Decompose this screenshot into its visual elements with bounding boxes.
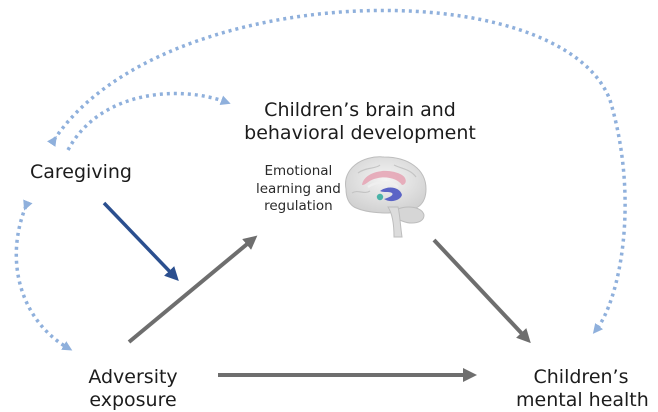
- mental-health-label-line1: Children’s: [533, 366, 629, 388]
- dotted-link-caregiving-mental-health: [47, 8, 627, 334]
- mental-health-label-line2: mental health: [516, 389, 649, 412]
- arrow-caregiving-moderation: [102, 201, 179, 282]
- node-brain-development: Children’s brain and behavioral developm…: [240, 99, 480, 145]
- emotional-label-line3: regulation: [264, 198, 333, 215]
- node-mental-health: Children’s mental health: [516, 366, 649, 412]
- adversity-label-line2: exposure: [89, 389, 177, 412]
- arrow-brain-mental-health: [432, 238, 531, 344]
- caregiving-label: Caregiving: [30, 161, 132, 183]
- emotional-label-line1: Emotional: [264, 163, 333, 179]
- dotted-link-caregiving-adversity: [14, 199, 73, 351]
- node-adversity-exposure: Adversity exposure: [78, 366, 188, 412]
- brain-development-label-line1: Children’s brain and: [264, 99, 456, 121]
- brain-illustration-icon: [345, 156, 427, 238]
- dotted-link-caregiving-brain: [66, 91, 231, 151]
- arrow-adversity-brain: [127, 235, 258, 344]
- node-emotional-learning: Emotional learning and regulation: [256, 163, 341, 216]
- adversity-label-line1: Adversity: [88, 366, 178, 388]
- emotional-label-line2: learning and: [256, 180, 341, 197]
- brain-development-label-line2: behavioral development: [244, 122, 476, 145]
- node-caregiving: Caregiving: [30, 161, 132, 184]
